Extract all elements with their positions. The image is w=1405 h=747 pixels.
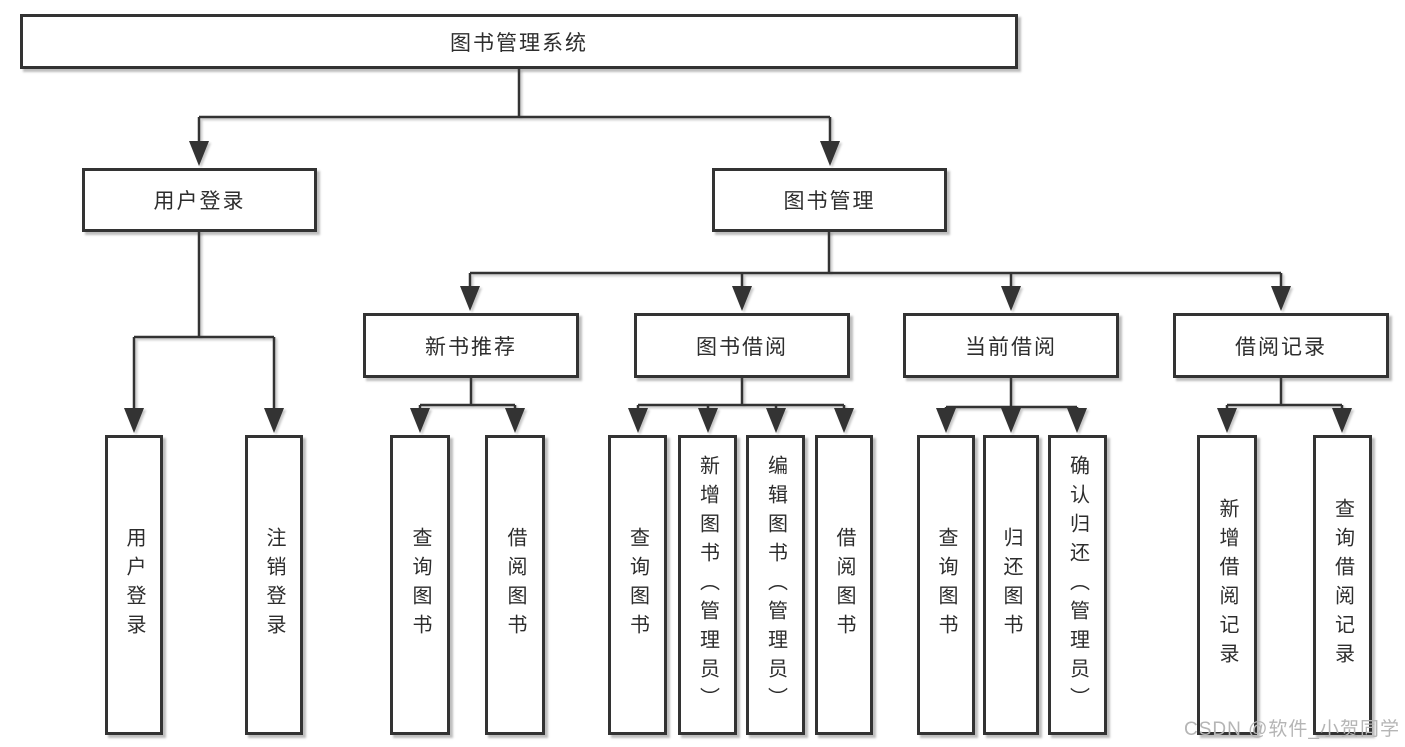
- node-book-mgmt: 图书管理: [712, 168, 947, 232]
- leaf-borrow-edit-books-admin-label: 编辑图书（管理员）: [764, 454, 787, 716]
- connector-new-book: [410, 378, 525, 433]
- node-root: 图书管理系统: [20, 14, 1018, 69]
- connector-book-borrow: [628, 378, 854, 433]
- node-book-mgmt-label: 图书管理: [783, 190, 876, 213]
- leaf-newbook-query-books-label: 查询图书: [409, 527, 431, 643]
- leaf-current-confirm-return-admin: 确认归还（管理员）: [1048, 435, 1107, 735]
- node-book-borrow: 图书借阅: [634, 313, 850, 378]
- leaf-logout-label: 注销登录: [263, 527, 285, 643]
- connector-user-login: [124, 231, 284, 433]
- node-borrow-records-label: 借阅记录: [1235, 335, 1327, 359]
- node-root-label: 图书管理系统: [450, 31, 588, 55]
- leaf-current-query-books: 查询图书: [917, 435, 975, 735]
- leaf-current-query-books-label: 查询图书: [935, 527, 957, 643]
- leaf-user-login: 用户登录: [105, 435, 163, 735]
- leaf-borrow-query-books: 查询图书: [608, 435, 667, 735]
- connector-current-borrow: [936, 378, 1087, 433]
- node-new-book-recommend-label: 新书推荐: [425, 335, 517, 359]
- leaf-current-confirm-return-admin-label: 确认归还（管理员）: [1066, 454, 1089, 716]
- leaf-logout: 注销登录: [245, 435, 303, 735]
- leaf-borrow-borrow-books: 借阅图书: [815, 435, 873, 735]
- leaf-borrow-add-books-admin: 新增图书（管理员）: [678, 435, 737, 735]
- leaf-borrow-add-books-admin-label: 新增图书（管理员）: [696, 454, 719, 716]
- leaf-records-add-record-label: 新增借阅记录: [1216, 498, 1238, 672]
- node-new-book-recommend: 新书推荐: [363, 313, 579, 378]
- leaf-borrow-borrow-books-label: 借阅图书: [833, 527, 855, 643]
- watermark: CSDN @软件_小贺同学: [1184, 719, 1400, 740]
- node-book-borrow-label: 图书借阅: [696, 335, 788, 359]
- node-borrow-records: 借阅记录: [1173, 313, 1389, 378]
- leaf-newbook-borrow-books: 借阅图书: [485, 435, 545, 735]
- connector-borrow-records: [1217, 378, 1352, 433]
- leaf-newbook-borrow-books-label: 借阅图书: [504, 527, 526, 643]
- node-current-borrow: 当前借阅: [903, 313, 1119, 378]
- connector-book-mgmt: [460, 231, 1291, 311]
- leaf-records-add-record: 新增借阅记录: [1197, 435, 1257, 735]
- leaf-records-query-record-label: 查询借阅记录: [1331, 498, 1354, 672]
- node-current-borrow-label: 当前借阅: [965, 335, 1057, 359]
- connector-root: [189, 69, 840, 166]
- leaf-records-query-record: 查询借阅记录: [1313, 435, 1372, 735]
- leaf-newbook-query-books: 查询图书: [390, 435, 450, 735]
- leaf-borrow-edit-books-admin: 编辑图书（管理员）: [746, 435, 805, 735]
- node-user-login-label: 用户登录: [153, 190, 246, 213]
- node-user-login: 用户登录: [82, 168, 317, 232]
- leaf-current-return-books: 归还图书: [983, 435, 1039, 735]
- leaf-borrow-query-books-label: 查询图书: [626, 527, 649, 643]
- leaf-current-return-books-label: 归还图书: [1000, 527, 1022, 643]
- leaf-user-login-label: 用户登录: [123, 527, 145, 643]
